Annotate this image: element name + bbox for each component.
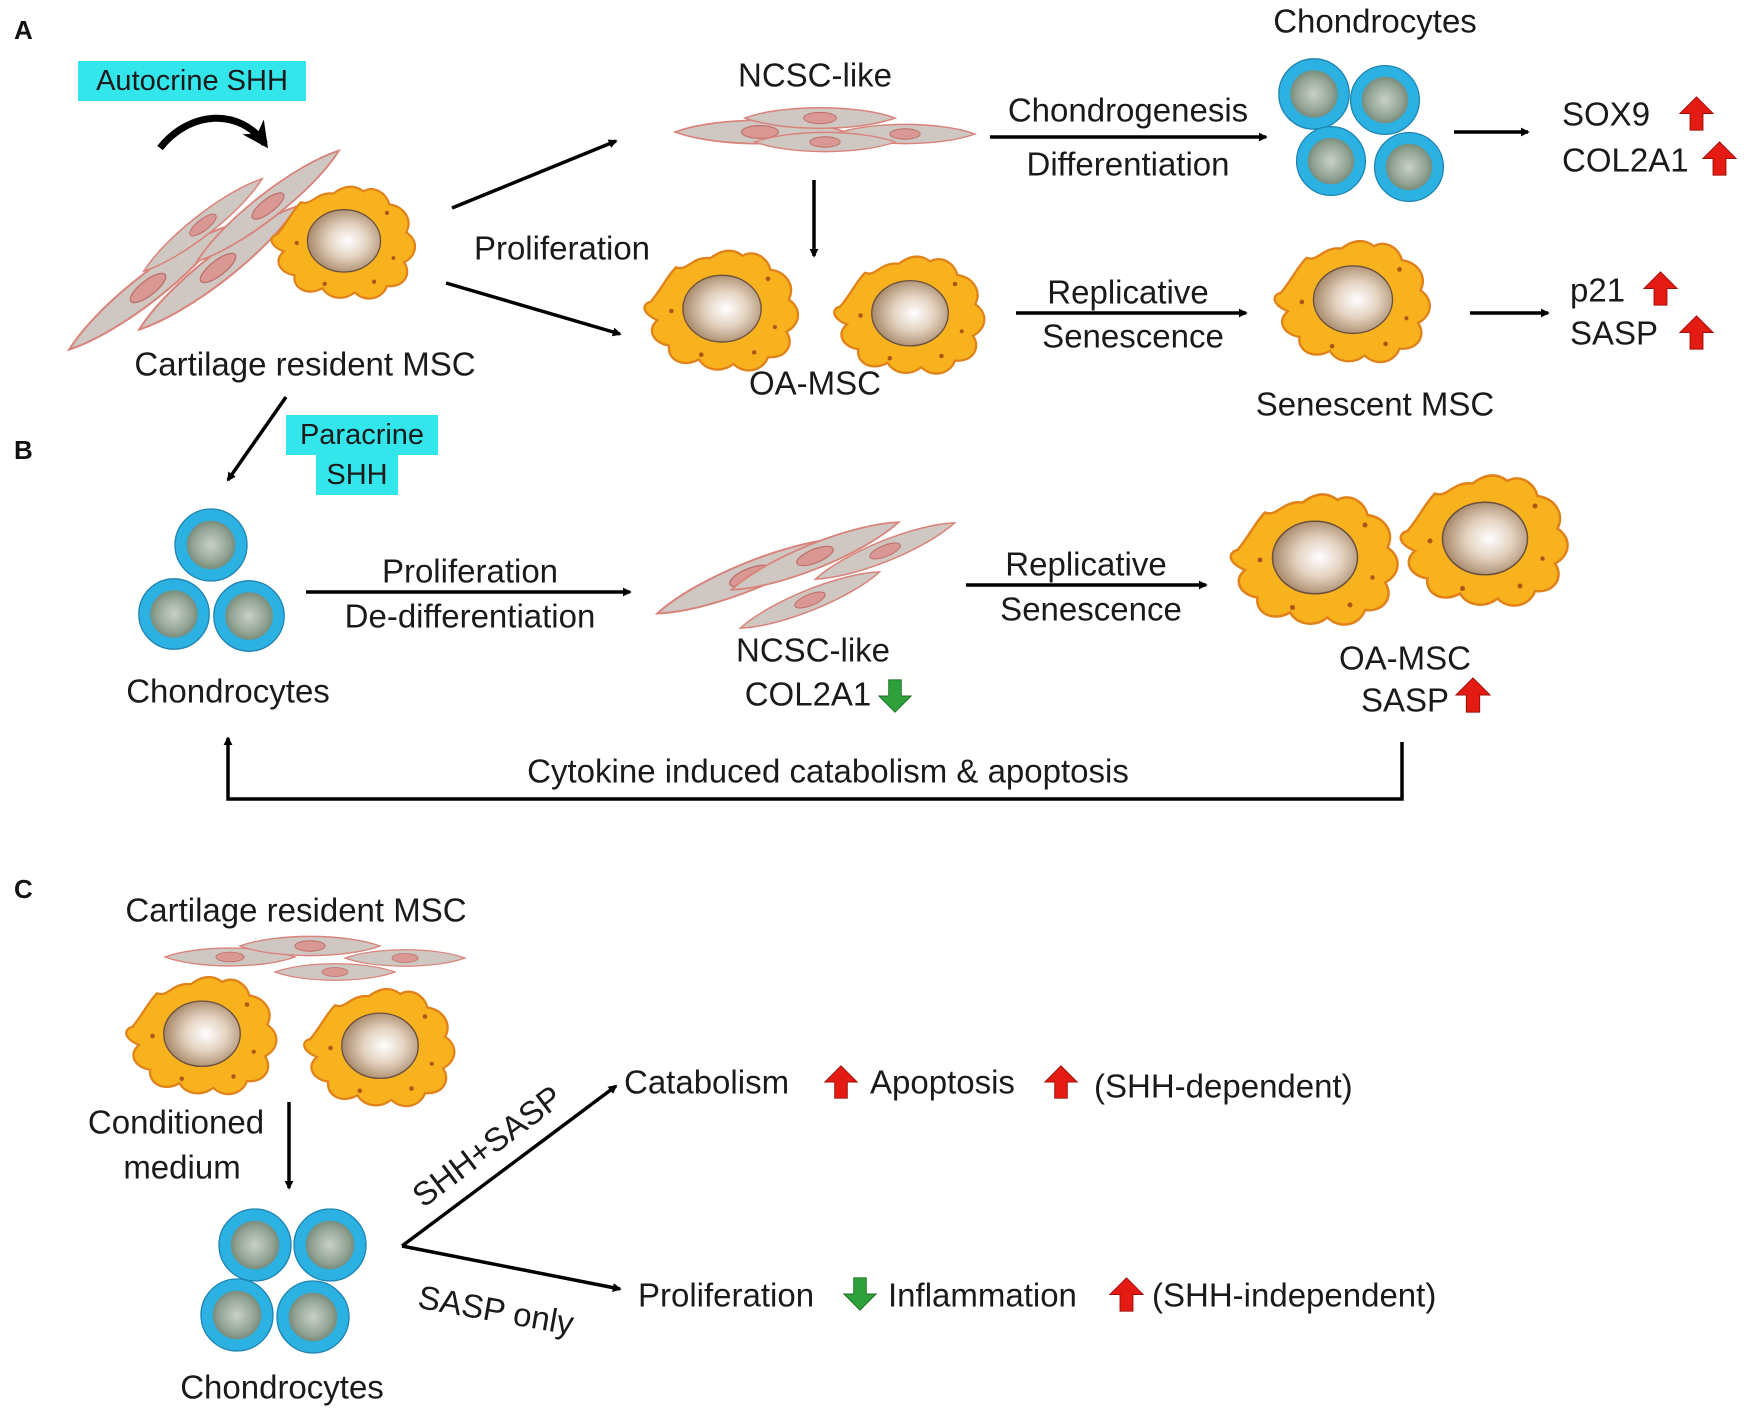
proliferation-label-b: Proliferation bbox=[381, 552, 559, 590]
shh-dependent-label: (SHH-dependent) bbox=[1094, 1067, 1353, 1105]
arrow-msc-to-chondrocytes-b bbox=[226, 395, 288, 482]
conditioned-label: Conditioned bbox=[87, 1103, 265, 1141]
senescence-label-a: Senescence bbox=[1042, 317, 1224, 355]
dedifferentiation-label: De-differentiation bbox=[344, 597, 596, 635]
arrow-sasp-only bbox=[401, 1244, 622, 1293]
inflammation-label: Inflammation bbox=[888, 1276, 1077, 1314]
panel-letter-b: B bbox=[14, 435, 33, 465]
chondrocytes-label-a: Chondrocytes bbox=[1273, 2, 1477, 40]
arrow-msc-to-ncsc bbox=[451, 139, 618, 210]
ncsc-like-label-a: NCSC-like bbox=[737, 56, 893, 94]
medium-label: medium bbox=[123, 1148, 241, 1186]
panel-letter-a: A bbox=[14, 15, 33, 45]
catabolism-label: Catabolism bbox=[624, 1063, 790, 1101]
feedback-arrow bbox=[223, 736, 1404, 801]
replicative-label-b: Replicative bbox=[1005, 545, 1167, 583]
sasp-label-b: SASP bbox=[1360, 681, 1450, 719]
ncsc-like-label-b: NCSC-like bbox=[735, 631, 891, 669]
chondrocytes-label-b: Chondrocytes bbox=[126, 672, 330, 710]
differentiation-label: Differentiation bbox=[1026, 145, 1230, 183]
panel-letter-c: C bbox=[14, 874, 33, 904]
autocrine-curved-arrow bbox=[157, 114, 268, 151]
paracrine-highlight-line1: Paracrine bbox=[286, 415, 438, 455]
apoptosis-label: Apoptosis bbox=[870, 1063, 1015, 1101]
p21-label: p21 bbox=[1570, 271, 1626, 309]
sox9-label: SOX9 bbox=[1562, 95, 1651, 133]
paracrine-highlight-line2: SHH bbox=[316, 455, 398, 495]
proliferation-label-c: Proliferation bbox=[638, 1276, 815, 1314]
chondrocytes-label-c: Chondrocytes bbox=[180, 1368, 384, 1406]
oa-msc-label-b: OA-MSC bbox=[1339, 639, 1471, 677]
cartilage-msc-label-a: Cartilage resident MSC bbox=[134, 345, 476, 383]
col2a1-label-b: COL2A1 bbox=[744, 675, 872, 713]
arrow-msc-to-oa-msc bbox=[445, 281, 622, 337]
shh-independent-label: (SHH-independent) bbox=[1152, 1276, 1437, 1314]
autocrine-shh-highlight: Autocrine SHH bbox=[78, 61, 306, 101]
sasp-label-a: SASP bbox=[1570, 314, 1659, 352]
shh-sasp-label: SHH+SASP bbox=[405, 1077, 569, 1215]
proliferation-label-a: Proliferation bbox=[473, 229, 651, 267]
senescent-msc-label: Senescent MSC bbox=[1255, 385, 1495, 423]
sasp-only-label: SASP only bbox=[415, 1278, 577, 1342]
cartilage-msc-label-c: Cartilage resident MSC bbox=[125, 891, 467, 929]
chondrogenesis-label: Chondrogenesis bbox=[1007, 91, 1249, 129]
arrow-shh-sasp bbox=[400, 1084, 618, 1248]
senescence-label-b: Senescence bbox=[1000, 590, 1182, 628]
replicative-label-a: Replicative bbox=[1047, 273, 1209, 311]
feedback-label: Cytokine induced catabolism & apoptosis bbox=[527, 752, 1129, 790]
oa-msc-label-a: OA-MSC bbox=[749, 364, 881, 402]
col2a1-label-a: COL2A1 bbox=[1562, 141, 1689, 179]
